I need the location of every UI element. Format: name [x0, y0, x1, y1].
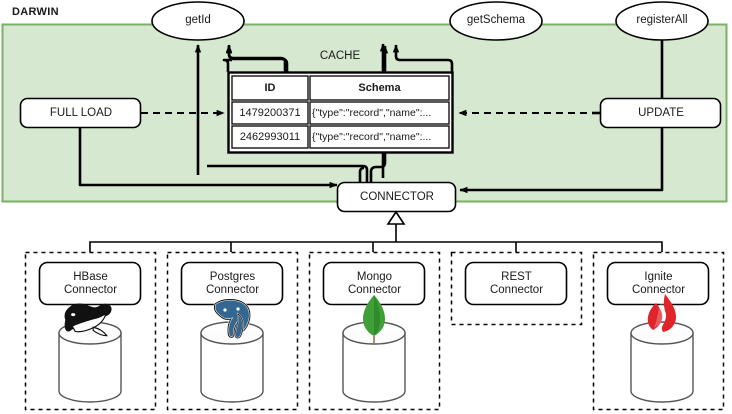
- cache-table: [227, 71, 454, 154]
- operation-ellipse-registerAll: [615, 1, 709, 41]
- connector-box: [336, 181, 457, 213]
- flame-icon: [647, 294, 676, 332]
- impl-group-rest: [450, 251, 583, 326]
- inheritance-connector-tree: [89, 224, 663, 252]
- elephant-icon: [213, 298, 251, 339]
- action-box-update: [599, 97, 722, 129]
- datastore-cylinder-ignite: [630, 321, 694, 403]
- orca-whale-icon: [64, 303, 112, 337]
- datastore-cylinder-mongo: [342, 321, 406, 403]
- datastore-cylinder-postgres: [200, 321, 264, 403]
- impl-box-rest: [464, 261, 568, 306]
- impl-group-ignite: [592, 251, 725, 411]
- datastore-cylinders: [58, 321, 694, 403]
- impl-group-hbase: [24, 251, 157, 411]
- impl-box-ignite: [606, 261, 710, 306]
- operation-ellipse-getSchema: [449, 1, 543, 41]
- impl-group-mongo: [308, 251, 441, 411]
- action-box-full-load: [19, 97, 142, 129]
- impl-box-postgres: [180, 261, 284, 306]
- datastore-cylinder-hbase: [58, 321, 122, 403]
- operation-ellipse-getId: [151, 1, 245, 41]
- leaf-icon: [363, 295, 385, 343]
- impl-group-postgres: [166, 251, 299, 411]
- impl-box-hbase: [38, 261, 142, 306]
- inheritance-triangle: [386, 210, 406, 225]
